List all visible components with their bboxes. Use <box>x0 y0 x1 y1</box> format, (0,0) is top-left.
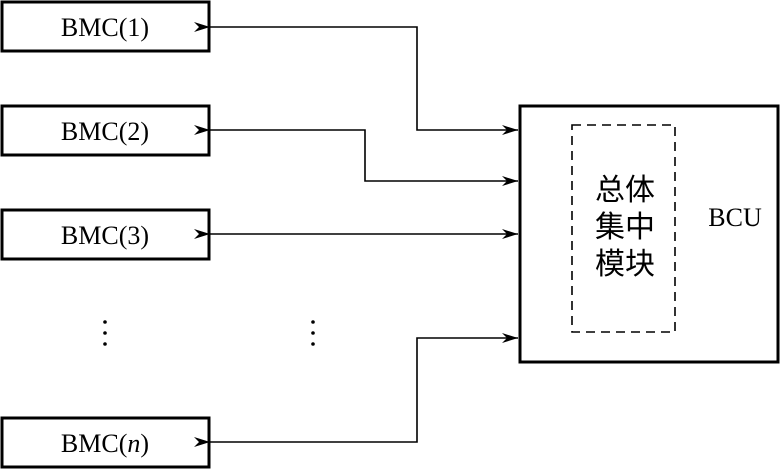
bmc-2-box <box>0 104 211 157</box>
bmc-3-label: BMC(3) <box>61 221 149 250</box>
connection-ellipsis <box>311 320 315 346</box>
bmc-2-label: BMC(2) <box>61 117 149 146</box>
module-ellipsis <box>103 320 107 346</box>
central-module-line-2: 集中 <box>595 210 655 245</box>
bmc-2-link <box>194 125 518 186</box>
central-module-line-3: 模块 <box>595 247 655 282</box>
bmc-2-module: BMC(2) <box>0 104 211 157</box>
bmc-3-box <box>0 208 211 261</box>
central-module-box <box>571 124 676 333</box>
bmc-n-label: BMC(n) <box>61 429 149 458</box>
bmc-3-module: BMC(3) <box>0 208 211 261</box>
bcu-box <box>518 104 780 364</box>
central-module-line-1: 总体 <box>595 173 655 208</box>
bmc-1-box <box>0 0 211 53</box>
bmc-1-module: BMC(1) <box>0 0 211 53</box>
bcu-label: BCU <box>708 203 762 232</box>
bmc-n-link <box>194 333 518 447</box>
bmc-n-module: BMC(n) <box>0 416 211 469</box>
bmc-1-label: BMC(1) <box>61 13 149 42</box>
bmc-1-link <box>194 22 518 135</box>
bcu-controller: 总体 集中 模块 BCU <box>518 104 780 364</box>
